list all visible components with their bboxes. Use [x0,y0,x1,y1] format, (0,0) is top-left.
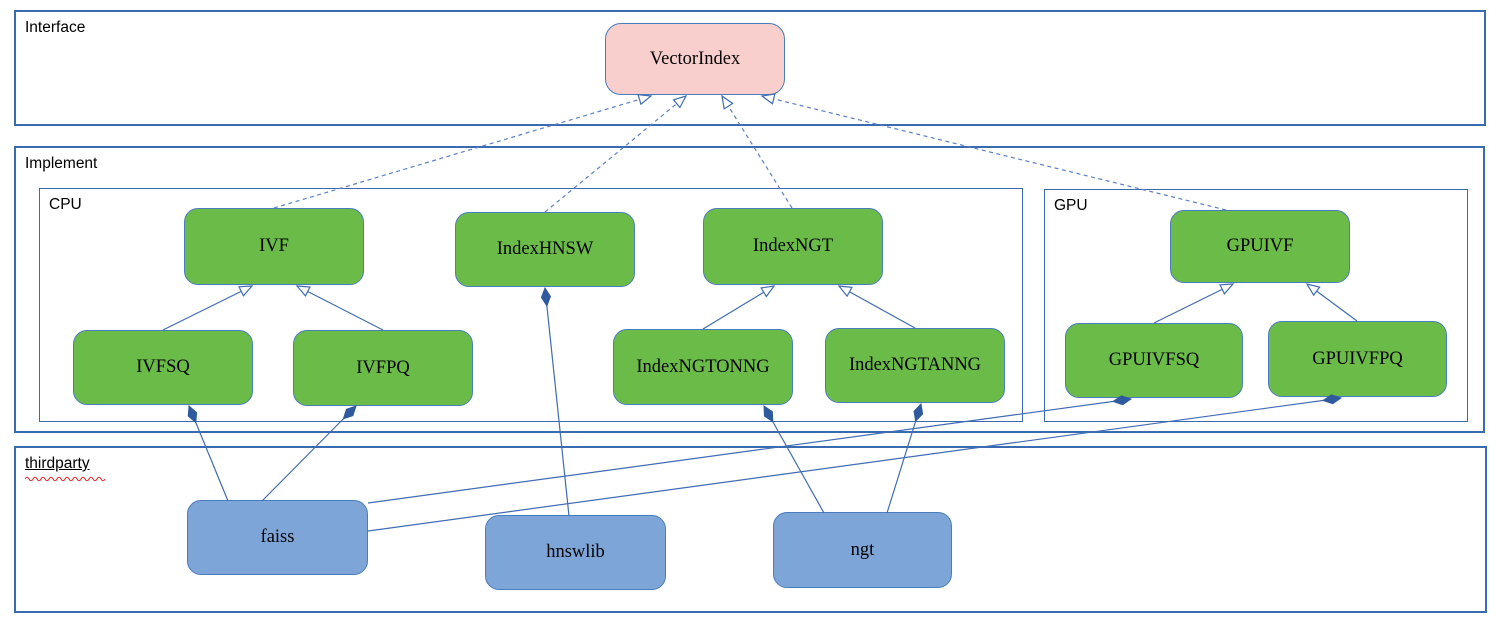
node-gpuivf: GPUIVF [1170,210,1350,283]
group-implement-label: Implement [25,155,98,172]
group-interface-label: Interface [25,19,86,36]
node-hnswlib: hnswlib [485,515,666,590]
node-vectorindex: VectorIndex [605,23,785,95]
group-cpu-label: CPU [49,196,82,213]
node-indexhnsw: IndexHNSW [455,212,635,287]
group-thirdparty-label: thirdparty [25,455,90,472]
node-ivfpq: IVFPQ [293,330,473,406]
node-indexngtanng: IndexNGTANNG [825,328,1005,403]
spellcheck-squiggle-icon [25,476,106,481]
node-ivfsq: IVFSQ [73,330,253,405]
group-gpu-label: GPU [1054,197,1088,214]
node-gpuivfsq: GPUIVFSQ [1065,323,1243,398]
node-gpuivfpq: GPUIVFPQ [1268,321,1447,397]
node-faiss: faiss [187,500,368,575]
node-indexngtonng: IndexNGTONNG [613,329,793,405]
node-ivf: IVF [184,208,364,285]
node-ngt: ngt [773,512,952,588]
node-indexngt: IndexNGT [703,208,883,285]
